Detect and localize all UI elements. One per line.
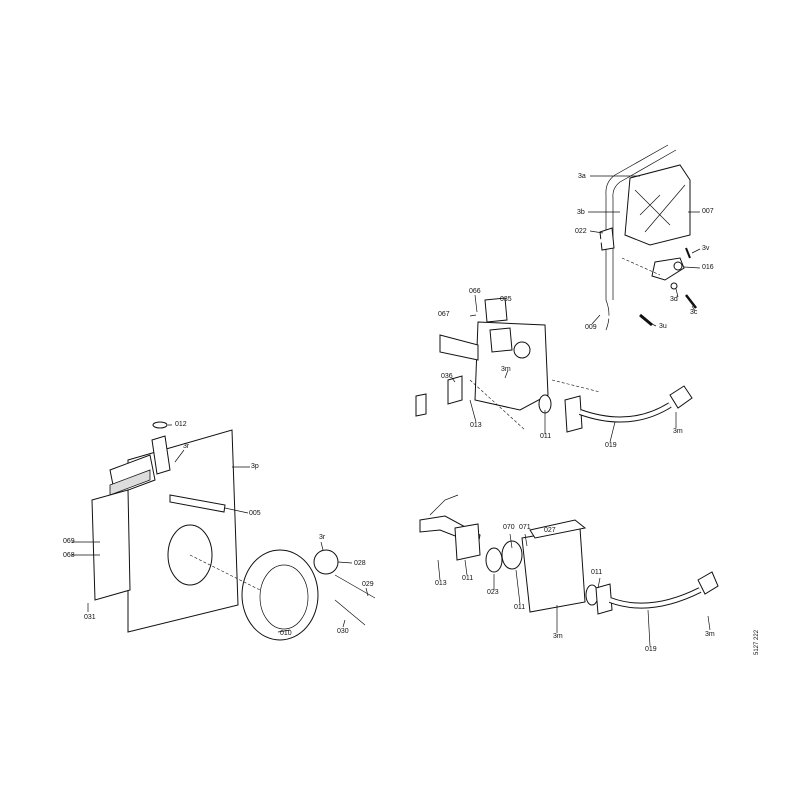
box-007	[624, 164, 691, 246]
gas-valve-assembly	[415, 294, 693, 443]
part-label-016: 016	[702, 264, 714, 271]
part-label-3v: 3v	[702, 245, 710, 252]
sensor-box-assembly	[577, 144, 701, 331]
part-label-3d: 3d	[670, 296, 678, 303]
part-label-011: 011	[540, 433, 552, 440]
part-label-010: 010	[280, 630, 292, 637]
part-label-3m: 3m	[673, 428, 683, 435]
part-label-009: 009	[585, 324, 597, 331]
part-label-3c: 3c	[690, 309, 698, 316]
part-label-3a: 3a	[578, 173, 586, 180]
reference-code: 5127 222	[754, 629, 760, 655]
part-label-012: 012	[175, 421, 187, 428]
part-label-3m: 3m	[705, 631, 715, 638]
part-label-030: 030	[337, 628, 349, 635]
washer-012	[152, 421, 168, 429]
part-label-019: 019	[645, 646, 657, 653]
part-label-3r: 3r	[319, 534, 326, 541]
part-label-071: 071	[519, 524, 531, 531]
part-label-035: 035	[500, 296, 512, 303]
part-label-3m: 3m	[501, 366, 511, 373]
part-label-019: 019	[605, 442, 617, 449]
coil-035	[484, 297, 508, 323]
part-label-007: 007	[702, 208, 714, 215]
flame-plate-028	[313, 549, 339, 575]
part-label-023: 023	[487, 589, 499, 596]
part-label-3m: 3m	[553, 633, 563, 640]
part-label-3p: 3p	[251, 463, 259, 470]
part-label-005: 005	[249, 510, 261, 517]
seal-023	[485, 547, 503, 573]
part-label-011: 011	[462, 575, 474, 582]
part-label-069: 069	[63, 538, 75, 545]
clamp-022	[599, 227, 615, 251]
fan-wheel-010	[241, 549, 319, 641]
filter-036	[447, 375, 463, 405]
ignition-block	[91, 489, 131, 601]
part-label-036: 036	[441, 373, 453, 380]
part-label-027: 027	[544, 527, 556, 534]
part-label-070: 070	[503, 524, 515, 531]
part-label-022: 022	[575, 228, 587, 235]
part-label-013: 013	[470, 422, 482, 429]
part-label-3u: 3u	[659, 323, 667, 330]
part-label-028: 028	[354, 560, 366, 567]
part-label-068: 068	[63, 552, 75, 559]
part-label-3b: 3b	[577, 209, 585, 216]
valve-body	[474, 321, 549, 411]
part-label-011: 011	[514, 604, 526, 611]
part-label-066: 066	[469, 288, 481, 295]
fan-assembly	[72, 421, 376, 641]
part-label-029: 029	[362, 581, 374, 588]
electrode-005	[169, 494, 226, 513]
part-label-031: 031	[84, 614, 96, 621]
gas-block-assembly	[419, 494, 719, 647]
part-label-067: 067	[438, 311, 450, 318]
gas-block-027	[521, 527, 586, 613]
part-label-011: 011	[591, 569, 603, 576]
part-label-013: 013	[435, 580, 447, 587]
part-label-3r: 3r	[183, 443, 190, 450]
